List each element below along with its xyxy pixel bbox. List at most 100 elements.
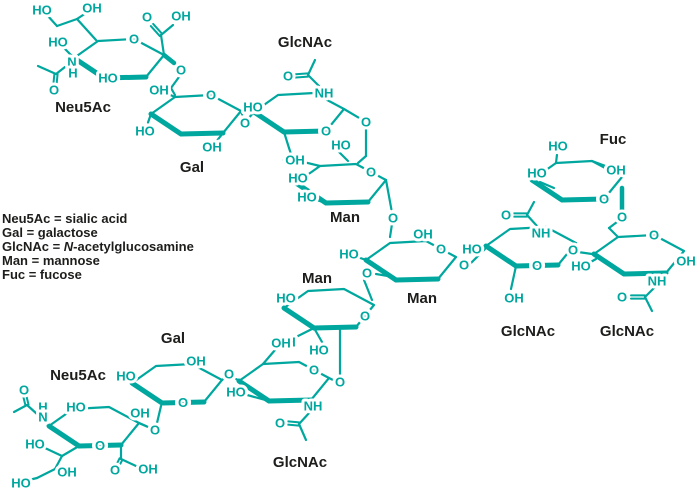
atom-label: O [283, 69, 293, 84]
bond [643, 295, 654, 313]
legend-line: Gal = galactose [2, 225, 98, 240]
substituent-bond [239, 109, 244, 116]
atom-label: O [150, 423, 160, 438]
substituent-bond [243, 393, 271, 403]
double-bond [22, 396, 27, 407]
bond [306, 58, 317, 77]
ring-oxygen-label: O [95, 438, 105, 453]
bond [159, 23, 175, 37]
bond [362, 278, 374, 302]
substituent-bond [302, 161, 322, 168]
bond [155, 404, 163, 425]
ring-front-bold-edge [529, 177, 607, 203]
sugar-name-label: Man [330, 209, 360, 226]
legend-line: GlcNAc = N-acetylglucosamine [2, 239, 194, 254]
ring-front-bold-edge [46, 423, 124, 449]
sugar-name-label: Fuc [600, 131, 627, 148]
substituent-bond [146, 112, 153, 124]
bond [306, 73, 322, 89]
bond [246, 111, 255, 121]
legend-line: Fuc = fucose [2, 267, 82, 282]
bond [169, 75, 181, 90]
atom-label: HO [288, 171, 308, 186]
sugar-name-label: Man [407, 290, 437, 307]
bond [388, 222, 394, 239]
ring-front-bold-edge [483, 243, 561, 269]
bond [336, 149, 350, 163]
atom-label: HO [135, 124, 155, 139]
bond [45, 13, 59, 28]
bond [297, 422, 308, 442]
atom-label: O [240, 116, 250, 131]
bond [297, 410, 312, 426]
ring-front-bold-edge [591, 251, 669, 277]
atom-label: HO [116, 369, 136, 384]
atom-label: OH [130, 406, 150, 421]
ring-oxygen-label: O [309, 363, 319, 378]
bond [525, 213, 539, 228]
double-bond [52, 72, 56, 85]
atom-label: O [362, 266, 372, 281]
bond [25, 403, 39, 416]
bond [282, 130, 291, 150]
atom-label: H [38, 400, 47, 415]
atom-label: O [617, 210, 627, 225]
bond [607, 226, 620, 239]
ring-oxygen-label: O [129, 32, 139, 47]
atom-label: HO [276, 291, 296, 306]
bond [169, 86, 177, 97]
bond [54, 65, 67, 76]
substituent-bond [166, 92, 177, 99]
sugar-name-label: Neu5Ac [55, 99, 111, 116]
atom-label: OH [271, 336, 291, 351]
ring-front-bold-edge [281, 305, 359, 331]
atom-label: OH [282, 153, 302, 168]
double-bond [152, 22, 164, 35]
atom-label: HO [548, 139, 568, 154]
bond [36, 64, 58, 76]
bond [356, 154, 368, 165]
double-bond [292, 72, 309, 76]
substituent-bond [314, 198, 328, 205]
double-bond [117, 458, 124, 469]
atom-label: HO [243, 100, 263, 115]
bond [468, 247, 487, 266]
atom-label: OH [149, 83, 169, 98]
bond [75, 17, 98, 42]
atom-label: O [176, 63, 186, 78]
atom-label: HO [339, 247, 359, 262]
atom-label: OH [676, 254, 696, 269]
atom-label: OH [186, 354, 206, 369]
atom-label: N [67, 55, 76, 70]
bond [35, 467, 57, 480]
atom-label: H [68, 66, 77, 81]
atom-label: HO [309, 343, 329, 358]
ring-front-bold-edge [363, 257, 441, 283]
bond [643, 285, 657, 299]
pyranose-ring [592, 233, 686, 276]
bond [119, 457, 138, 468]
substituent-bond [235, 378, 241, 383]
sugar-name-label: GlcNAc [501, 323, 555, 340]
bond [538, 180, 556, 190]
atom-label: OH [202, 140, 222, 155]
pyranose-ring [149, 93, 243, 136]
atom-label: O [568, 243, 578, 258]
atom-label: O [19, 383, 29, 398]
bond [43, 446, 64, 458]
bond [509, 264, 518, 291]
ring-oxygen-label: O [599, 192, 609, 207]
atom-label: O [275, 416, 285, 431]
ring-oxygen-label: O [366, 165, 376, 180]
ring-front-bold-edge [236, 378, 314, 404]
double-bond [114, 457, 121, 468]
double-bond [287, 420, 301, 424]
bond [27, 476, 39, 482]
atom-label: HO [571, 259, 591, 274]
ring-front-bold-edge [148, 111, 226, 137]
atom-label: OH [606, 163, 626, 178]
bond [220, 375, 228, 382]
ring-oxygen-label: O [178, 395, 188, 410]
substituent-bond [137, 421, 148, 428]
